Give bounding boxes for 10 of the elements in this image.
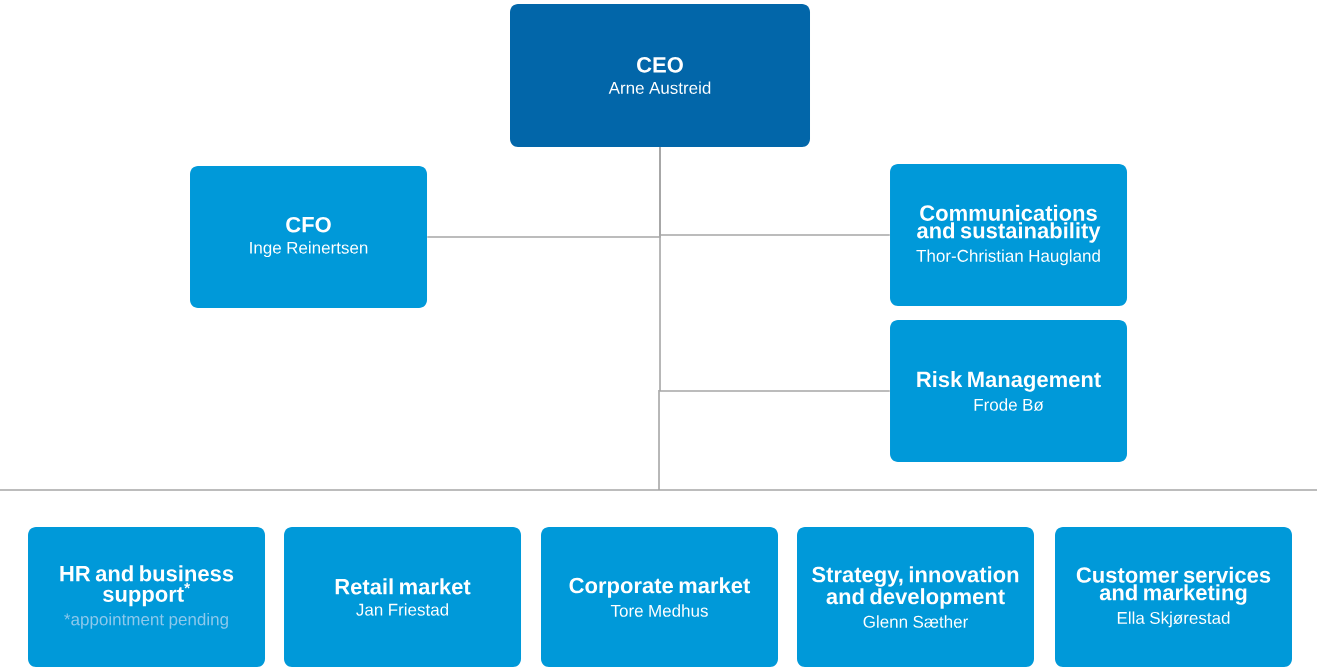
connector-line	[659, 146, 891, 392]
role-box: CFO Inge Reinertsen	[190, 166, 427, 308]
role-box: Customer services and marketing Ella Skjørestad	[1055, 527, 1292, 667]
role-box: Retail market Jan Friestad	[284, 527, 521, 667]
role-box: Communications and sustainability Thor-Christian Haugland	[890, 164, 1127, 306]
role-box: Risk Management Frode Bø	[890, 320, 1127, 462]
role-box: CEO Arne Austreid	[510, 4, 810, 147]
role-box: Corporate market Tore Medhus	[541, 527, 778, 667]
role-box: Strategy, innovation and development Glenn Sæther	[797, 527, 1034, 667]
role-box: HR and business support$^{*}$ *appointment pending	[28, 527, 265, 667]
